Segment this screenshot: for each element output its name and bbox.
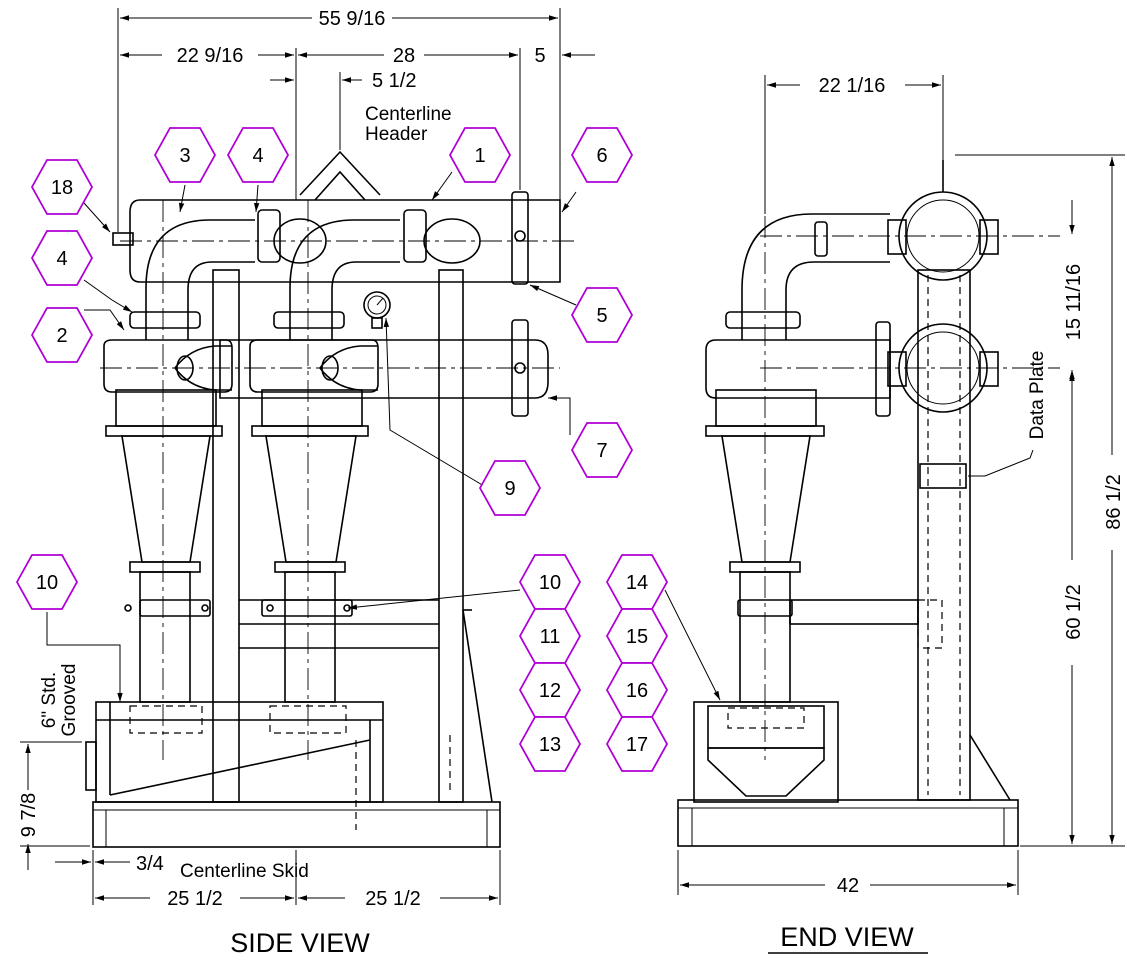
end-lower-header	[760, 323, 1060, 413]
dim-inlet-header-height: 60 1/2	[1063, 584, 1085, 640]
svg-text:10: 10	[36, 572, 58, 594]
end-trough	[693, 701, 839, 803]
end-column	[917, 269, 971, 801]
side-skid-base	[92, 801, 501, 848]
svg-text:10: 10	[539, 572, 561, 594]
callout-6: 6	[570, 127, 634, 183]
dim-header-extension: 5	[534, 45, 545, 67]
data-plate	[919, 463, 967, 489]
svg-text:6: 6	[596, 145, 607, 167]
dim-skid-half-right: 25 1/2	[365, 888, 421, 910]
dim-header-spacing: 15 11/16	[1063, 264, 1085, 340]
label-data-plate: Data Plate	[1027, 351, 1048, 440]
callout-7: 7	[570, 422, 634, 478]
svg-text:3: 3	[179, 145, 190, 167]
end-cyclone	[705, 180, 891, 760]
svg-text:16: 16	[626, 680, 648, 702]
pressure-gauge	[363, 291, 391, 329]
callout-3: 3	[153, 127, 217, 183]
callout-14: 14	[605, 554, 669, 610]
callout-12: 12	[518, 662, 582, 718]
callout-4b: 4	[30, 230, 94, 286]
dim-header-offset: 5 1/2	[372, 70, 416, 92]
svg-text:4: 4	[252, 145, 263, 167]
callout-17: 17	[605, 716, 669, 772]
dim-overall-width: 55 9/16	[319, 8, 386, 30]
leader-lines	[46, 171, 721, 702]
callout-10b: 10	[518, 554, 582, 610]
svg-text:5: 5	[596, 305, 607, 327]
callout-10a: 10	[15, 554, 79, 610]
dim-inlet-height: 9 7/8	[18, 793, 40, 837]
dim-end-offset: 22 1/16	[819, 75, 886, 97]
dim-header-span: 28	[393, 45, 415, 67]
svg-text:17: 17	[626, 734, 648, 756]
dim-skid-offset: 3/4	[136, 853, 164, 875]
callout-2: 2	[30, 307, 94, 363]
title-end-view: END VIEW	[780, 922, 914, 952]
side-upper-header	[112, 150, 575, 285]
dimensions: 55 9/16 22 9/16 28 5 5 1/2 Centerline He…	[18, 8, 1125, 910]
dim-end-width: 42	[837, 875, 859, 897]
side-frame	[212, 269, 493, 830]
side-view	[85, 150, 575, 848]
dim-overall-height: 86 1/2	[1103, 474, 1125, 530]
svg-text:12: 12	[539, 680, 561, 702]
side-cyclone-1	[103, 200, 281, 760]
label-centerline-header-2: Header	[365, 124, 428, 145]
callout-18: 18	[30, 159, 94, 215]
callout-13: 13	[518, 716, 582, 772]
grooved-outlet	[85, 741, 97, 791]
dim-skid-half-left: 25 1/2	[167, 888, 223, 910]
svg-text:9: 9	[504, 478, 515, 500]
svg-text:1: 1	[474, 145, 485, 167]
svg-text:14: 14	[626, 572, 648, 594]
end-skid-base	[677, 799, 1019, 847]
svg-text:2: 2	[56, 325, 67, 347]
svg-text:13: 13	[539, 734, 561, 756]
title-side-view: SIDE VIEW	[230, 928, 370, 958]
callouts: 18 3 4 1 6 4 2 5 7 9 10 10 11 12 13 14 1…	[15, 127, 669, 772]
side-trough	[85, 701, 384, 803]
label-grooved-1: 6" Std.	[39, 672, 60, 728]
callout-9: 9	[478, 460, 542, 516]
svg-text:15: 15	[626, 626, 648, 648]
callout-11: 11	[518, 608, 582, 664]
end-upper-header	[760, 160, 1060, 281]
dim-left-to-centerline: 22 9/16	[177, 45, 244, 67]
callout-16: 16	[605, 662, 669, 718]
label-centerline-skid: Centerline Skid	[180, 861, 309, 882]
side-cyclone-2	[249, 200, 427, 760]
label-centerline-header-1: Centerline	[365, 104, 452, 125]
svg-text:18: 18	[51, 177, 73, 199]
callout-4: 4	[226, 127, 290, 183]
svg-text:11: 11	[540, 626, 561, 648]
svg-text:7: 7	[596, 440, 607, 462]
side-lower-header	[100, 319, 560, 417]
callout-5: 5	[570, 287, 634, 343]
callout-1: 1	[448, 127, 512, 183]
end-view	[677, 160, 1060, 847]
callout-15: 15	[605, 608, 669, 664]
label-grooved-2: Grooved	[59, 664, 80, 737]
svg-text:4: 4	[56, 248, 67, 270]
